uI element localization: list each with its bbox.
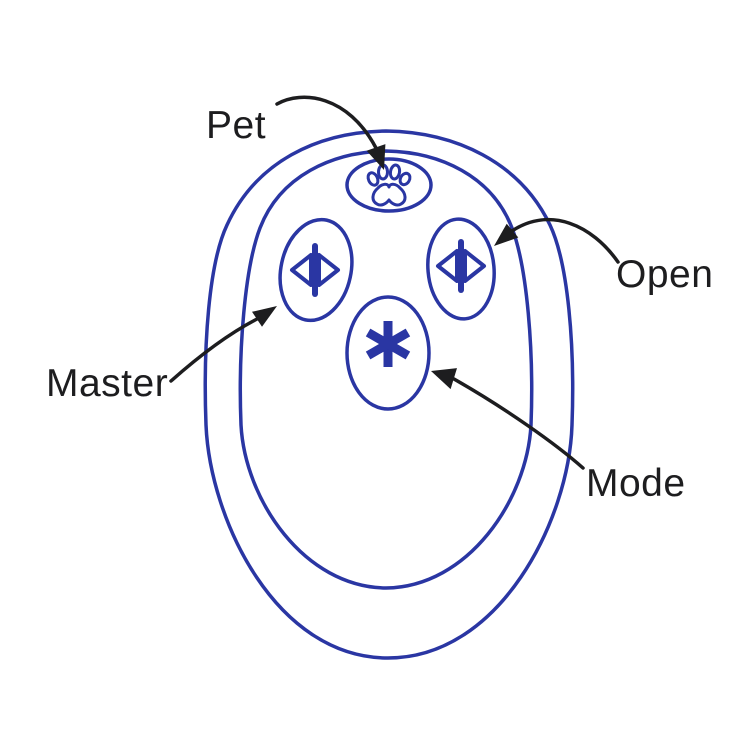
open-arrow	[510, 217, 620, 264]
asterisk-icon	[365, 321, 411, 367]
pet-button[interactable]	[345, 157, 433, 213]
master-arrowhead	[252, 306, 277, 327]
remote-panel-outline	[238, 149, 534, 590]
mode-button-outline	[345, 295, 431, 411]
mode-arrowhead	[431, 368, 457, 390]
annotation-arrows	[169, 95, 620, 470]
open-label: Open	[616, 253, 713, 296]
open-button-outline	[426, 217, 496, 321]
device-linework	[203, 129, 575, 660]
pet-label: Pet	[206, 104, 266, 147]
open-button[interactable]	[424, 216, 498, 321]
open-arrowhead	[494, 223, 519, 246]
mode-button[interactable]	[345, 295, 431, 411]
mode-arrow	[452, 377, 585, 470]
annotation-labels: Pet Open Master Mode	[46, 104, 713, 505]
annotation-arrowheads	[252, 144, 519, 390]
master-button-outline	[278, 217, 354, 323]
pet-arrow	[275, 95, 378, 150]
master-arrow	[169, 317, 259, 383]
pet-button-outline	[345, 157, 433, 213]
open-close-triangles-icon	[436, 239, 486, 293]
remote-body-outline	[203, 129, 575, 660]
open-close-triangles-icon	[290, 243, 340, 297]
master-label: Master	[46, 362, 168, 405]
paw-icon	[366, 163, 412, 207]
master-button[interactable]	[271, 213, 361, 327]
mode-label: Mode	[586, 462, 686, 505]
pet-arrowhead	[366, 144, 386, 170]
